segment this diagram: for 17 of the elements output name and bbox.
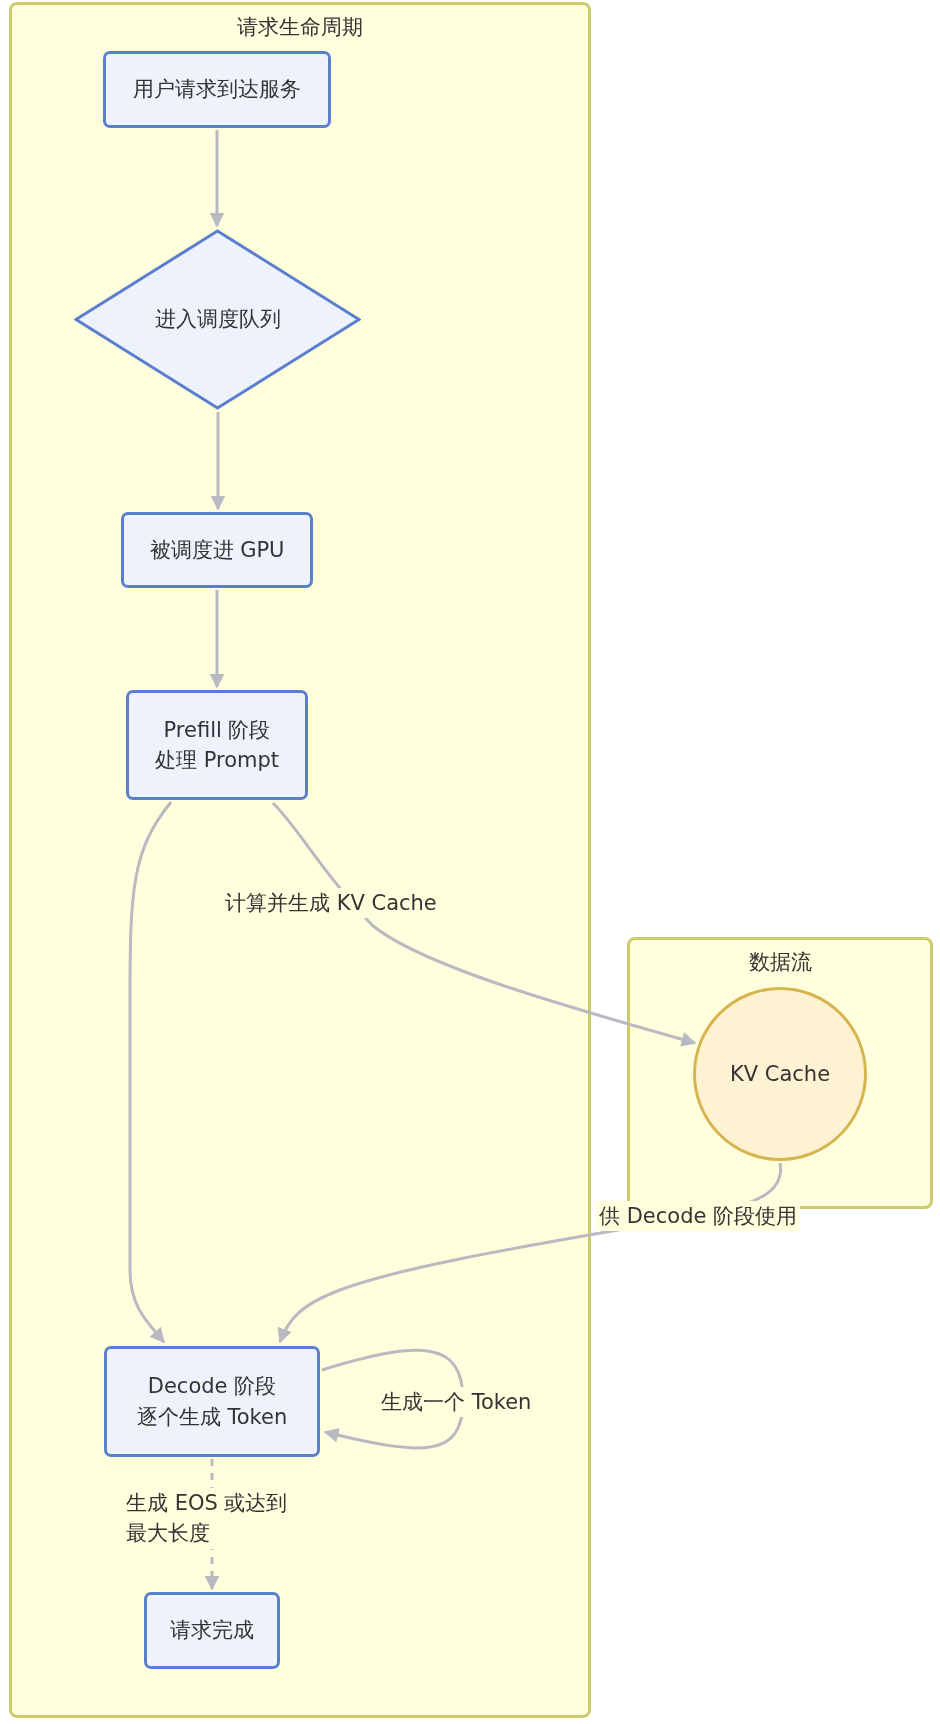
group-title: 请求生命周期 [237, 14, 363, 41]
arrow [271, 801, 697, 1047]
data-circle: KV Cache [693, 987, 867, 1161]
arrow [321, 1348, 465, 1450]
process-box: Prefill 阶段 处理 Prompt [126, 690, 308, 800]
arrow [209, 590, 225, 689]
process-box: Decode 阶段 逐个生成 Token [104, 1346, 320, 1457]
edge-label: 供 Decode 阶段使用 [596, 1201, 801, 1232]
process-box: 请求完成 [144, 1592, 280, 1669]
arrow [209, 130, 225, 228]
arrow [128, 801, 173, 1344]
process-box: 被调度进 GPU [121, 512, 313, 588]
arrow [210, 412, 226, 511]
group-title: 数据流 [748, 949, 812, 976]
group-box [9, 2, 591, 1718]
process-box: 用户请求到达服务 [103, 51, 331, 128]
decision-diamond: 进入调度队列 [74, 229, 361, 410]
